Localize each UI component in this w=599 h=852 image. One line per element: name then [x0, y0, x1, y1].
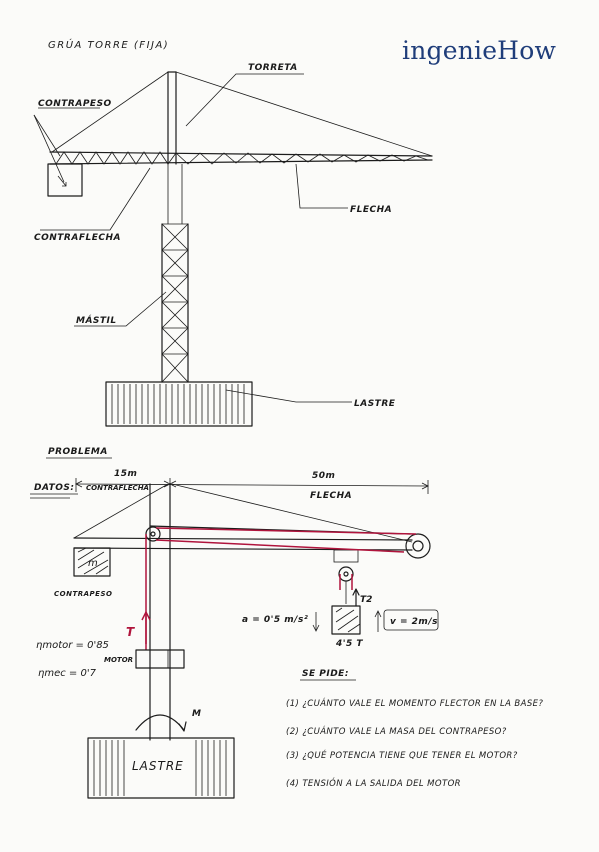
problem-lastre-label: LASTRE: [132, 759, 184, 773]
tension-T2-label: T2: [360, 595, 372, 605]
questions-header: SE PIDE:: [302, 669, 349, 679]
motor-label: MOTOR: [104, 656, 133, 664]
ingeniehow-logo: ingenieHow: [402, 36, 557, 65]
eta-mec: ηmec = 0'7: [38, 668, 97, 679]
load-block: [331, 605, 361, 635]
moment-label: M: [192, 709, 201, 719]
problem-contrapeso-label: CONTRAPESO: [54, 590, 112, 598]
dim-flecha: 50m: [312, 471, 335, 481]
dim-contraflecha: 15m: [114, 469, 137, 479]
label-contraflecha: CONTRAFLECHA: [34, 233, 121, 243]
acceleration-value: a = 0'5 m/s²: [242, 615, 308, 625]
label-contrapeso: CONTRAPESO: [38, 99, 112, 109]
datos-label: DATOS:: [34, 483, 74, 493]
question-4: (4) TENSIÓN A LA SALIDA DEL MOTOR: [286, 777, 461, 789]
tension-T-label: T: [126, 625, 135, 639]
problem-title: PROBLEMA: [48, 447, 108, 457]
question-1: (1) ¿CUÁNTO VALE EL MOMENTO FLECTOR EN L…: [286, 697, 543, 709]
problem-lastre: [87, 737, 235, 799]
top-diagram-title: GRÚA TORRE (FIJA): [48, 38, 169, 51]
moment-arrow: [135, 714, 187, 732]
torreta: [51, 71, 433, 165]
top-contrapeso-block: [47, 163, 83, 197]
top-leader-lines: [33, 73, 352, 403]
contrapeso-mass-m: m: [88, 558, 98, 569]
motor-block: [135, 649, 185, 669]
problem-pulleys: [145, 526, 431, 582]
tension-arrows: [141, 588, 360, 644]
problem-contrapeso: [73, 547, 111, 577]
hoist-cable: [145, 527, 417, 650]
question-3: (3) ¿QUÉ POTENCIA TIENE QUE TENER EL MOT…: [286, 749, 518, 761]
label-torreta: TORRETA: [248, 63, 298, 73]
velocity-value: v = 2m/s: [390, 617, 438, 627]
dim-flecha-label: FLECHA: [310, 491, 352, 501]
eta-motor: ηmotor = 0'85: [36, 640, 109, 651]
label-mastil: MÁSTIL: [76, 314, 117, 326]
problem-boom: [73, 483, 413, 551]
load-mass: 4'5 T: [335, 639, 363, 649]
boom-truss: [49, 151, 433, 165]
label-lastre: LASTRE: [354, 399, 396, 409]
datos-contraflecha: CONTRAFLECHA: [86, 484, 149, 492]
label-flecha: FLECHA: [350, 205, 392, 215]
question-2: (2) ¿CUÁNTO VALE LA MASA DEL CONTRAPESO?: [286, 725, 507, 737]
problem-tower: [149, 483, 171, 741]
top-lastre-block: [105, 381, 253, 427]
mastil: [161, 164, 189, 383]
